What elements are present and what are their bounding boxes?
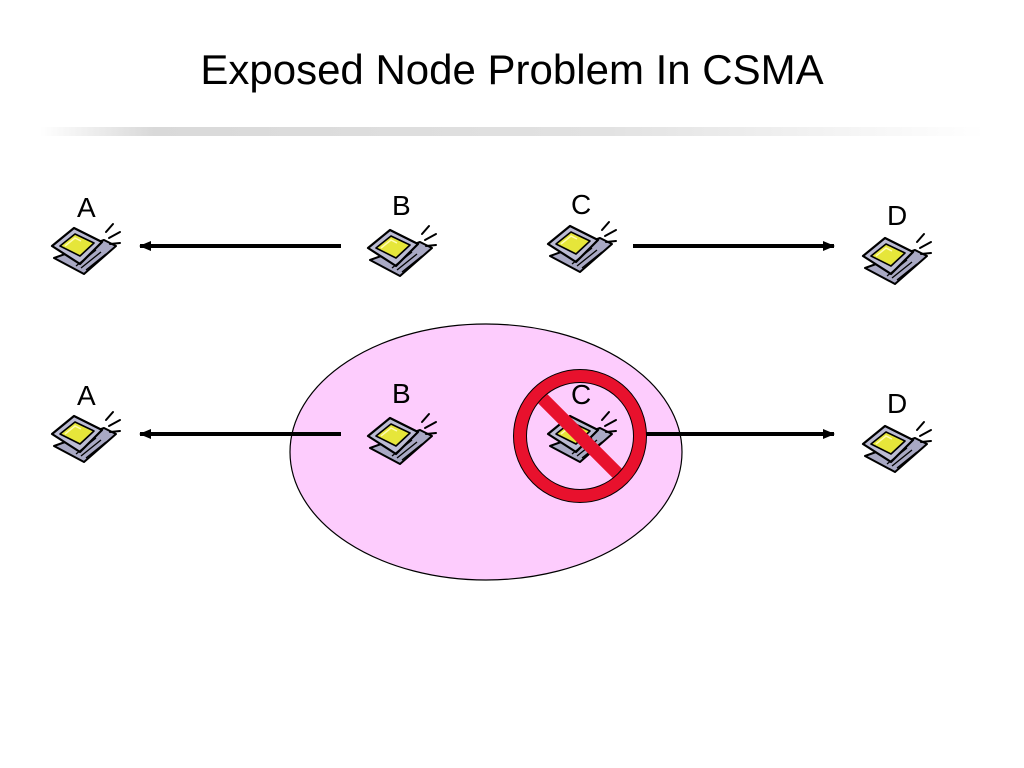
node-d: D: [861, 200, 933, 286]
node-b: B: [366, 190, 438, 278]
laptop-icon: [861, 420, 933, 474]
node-label: D: [887, 388, 907, 419]
node-label: D: [887, 200, 907, 231]
node-b: B: [366, 378, 438, 466]
node-a: A: [50, 192, 122, 276]
node-c: C: [546, 189, 618, 274]
bottom-scenario: A B C D: [50, 323, 933, 581]
node-label: C: [571, 189, 591, 220]
top-scenario: A B C D: [50, 189, 933, 286]
node-a: A: [50, 380, 122, 464]
node-label: B: [392, 190, 411, 221]
node-label: C: [571, 379, 591, 410]
node-label: A: [77, 192, 96, 223]
node-label: A: [77, 380, 96, 411]
laptop-icon: [50, 410, 122, 464]
carrier-sense-region: [289, 323, 683, 581]
node-d: D: [861, 388, 933, 474]
laptop-icon: [861, 232, 933, 286]
node-label: B: [392, 378, 411, 409]
laptop-icon: [546, 220, 618, 274]
page-title: Exposed Node Problem In CSMA: [200, 46, 824, 93]
laptop-icon: [50, 222, 122, 276]
node-c: C: [546, 379, 618, 464]
title-divider: [40, 127, 985, 136]
laptop-icon: [366, 224, 438, 278]
prohibition-sign-icon: [513, 369, 647, 503]
